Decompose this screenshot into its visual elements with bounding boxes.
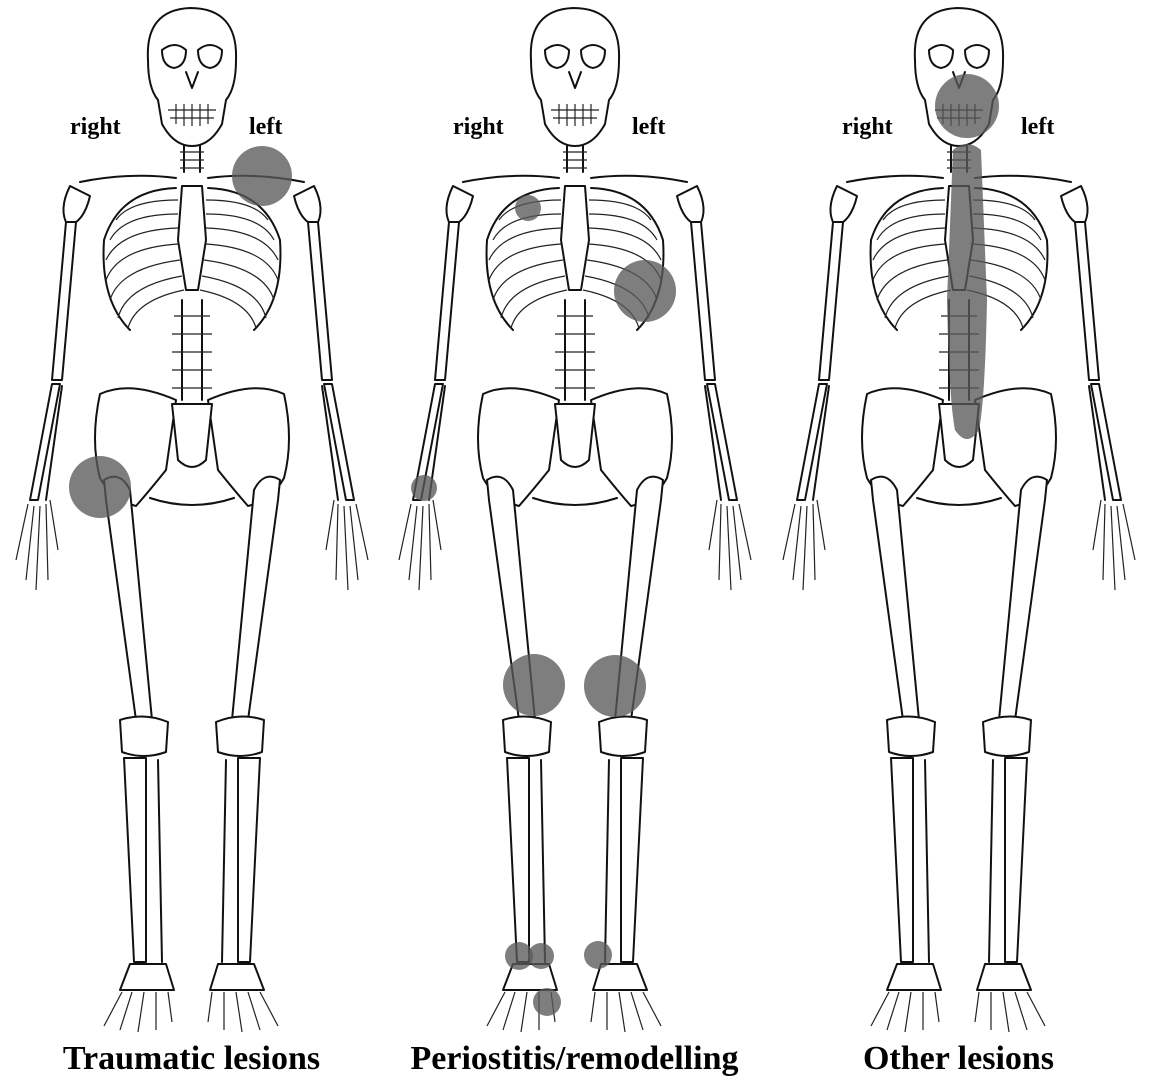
lesion-left-knee bbox=[584, 655, 646, 717]
lesion-left-lower-ribs bbox=[614, 260, 676, 322]
left-side-label: left bbox=[249, 114, 282, 141]
right-side-label: right bbox=[453, 114, 504, 141]
panel-other: right left Other lesions bbox=[767, 0, 1150, 1086]
lesion-left-distal-tibia bbox=[584, 941, 612, 969]
panel-periostitis: right left Periostitis/remodelling bbox=[383, 0, 766, 1086]
panel-traumatic: right left Traumatic lesions bbox=[0, 0, 383, 1086]
skeleton-figure bbox=[0, 0, 383, 1040]
lesion-right-hip bbox=[69, 456, 131, 518]
panel-caption: Other lesions bbox=[767, 1040, 1150, 1078]
right-side-label: right bbox=[70, 114, 121, 141]
lesion-vertebral-column bbox=[947, 144, 987, 439]
lesion-left-shoulder bbox=[232, 146, 292, 206]
lesion-right-foot bbox=[533, 988, 561, 1016]
skeleton-figure bbox=[383, 0, 766, 1040]
lesion-right-distal-fibula bbox=[528, 943, 554, 969]
lesion-right-wrist bbox=[411, 475, 437, 501]
panel-caption: Traumatic lesions bbox=[0, 1040, 383, 1078]
skeleton-figure bbox=[767, 0, 1150, 1040]
right-side-label: right bbox=[842, 114, 893, 141]
panel-caption: Periostitis/remodelling bbox=[383, 1040, 766, 1078]
left-side-label: left bbox=[632, 114, 665, 141]
lesion-right-upper-rib bbox=[515, 195, 541, 221]
lesion-markers bbox=[935, 74, 999, 439]
left-side-label: left bbox=[1021, 114, 1054, 141]
lesion-skull bbox=[935, 74, 999, 138]
lesion-right-knee bbox=[503, 654, 565, 716]
